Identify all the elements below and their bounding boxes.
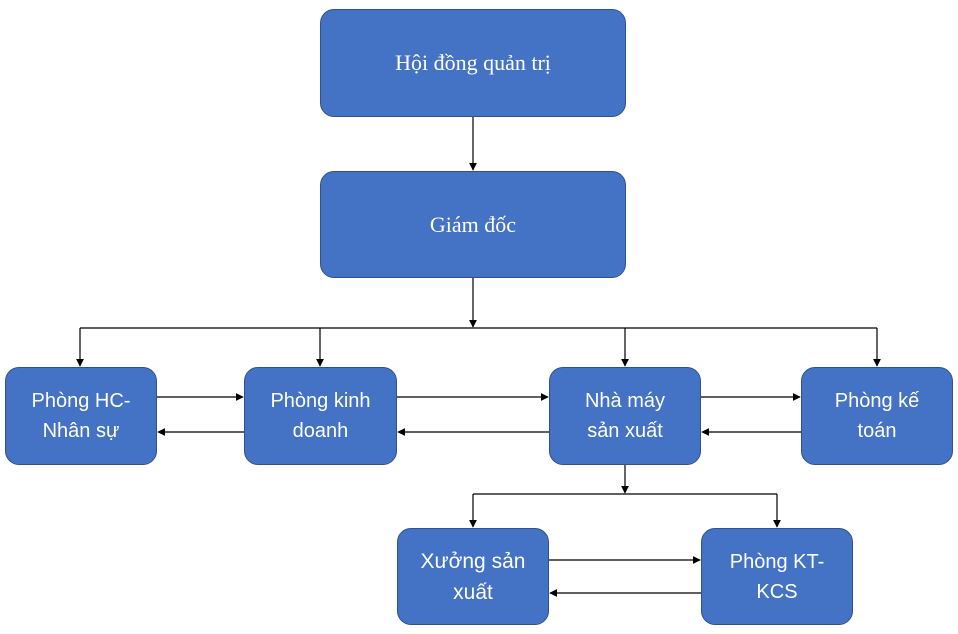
node-label-line-2: KCS xyxy=(756,580,798,603)
node-nha-may-san-xuat: Nhà máy sản xuất xyxy=(549,367,701,465)
node-label-line-1: Nhà máy xyxy=(584,390,666,412)
node-phong-kt-kcs: Phòng KT- KCS xyxy=(701,528,853,625)
node-label-line-2: toán xyxy=(857,420,897,442)
node-label-line-1: Phòng kinh xyxy=(270,390,371,412)
node-label: Giám đốc xyxy=(429,211,517,237)
node-label-line-1: Phòng kế xyxy=(834,390,920,412)
node-label-line-1: Xưởng sản xyxy=(420,549,526,573)
node-hoi-dong-quan-tri: Hội đồng quản trị xyxy=(320,9,626,117)
node-label-line-2: doanh xyxy=(292,420,349,442)
node-label-line-2: sản xuất xyxy=(587,420,663,442)
node-phong-ke-toan: Phòng kế toán xyxy=(801,367,953,465)
node-label-line-2: xuất xyxy=(453,580,493,604)
node-phong-kinh-doanh: Phòng kinh doanh xyxy=(244,367,397,465)
node-label-line-1: Phòng KT- xyxy=(729,550,825,573)
node-label-line-1: Phòng HC- xyxy=(31,390,131,412)
node-phong-hc-nhan-su: Phòng HC- Nhân sự xyxy=(5,367,157,465)
node-label-line-2: Nhân sự xyxy=(42,420,120,442)
node-label: Hội đồng quản trị xyxy=(395,50,551,75)
node-xuong-san-xuat: Xưởng sản xuất xyxy=(397,528,549,625)
node-giam-doc: Giám đốc xyxy=(320,171,626,278)
